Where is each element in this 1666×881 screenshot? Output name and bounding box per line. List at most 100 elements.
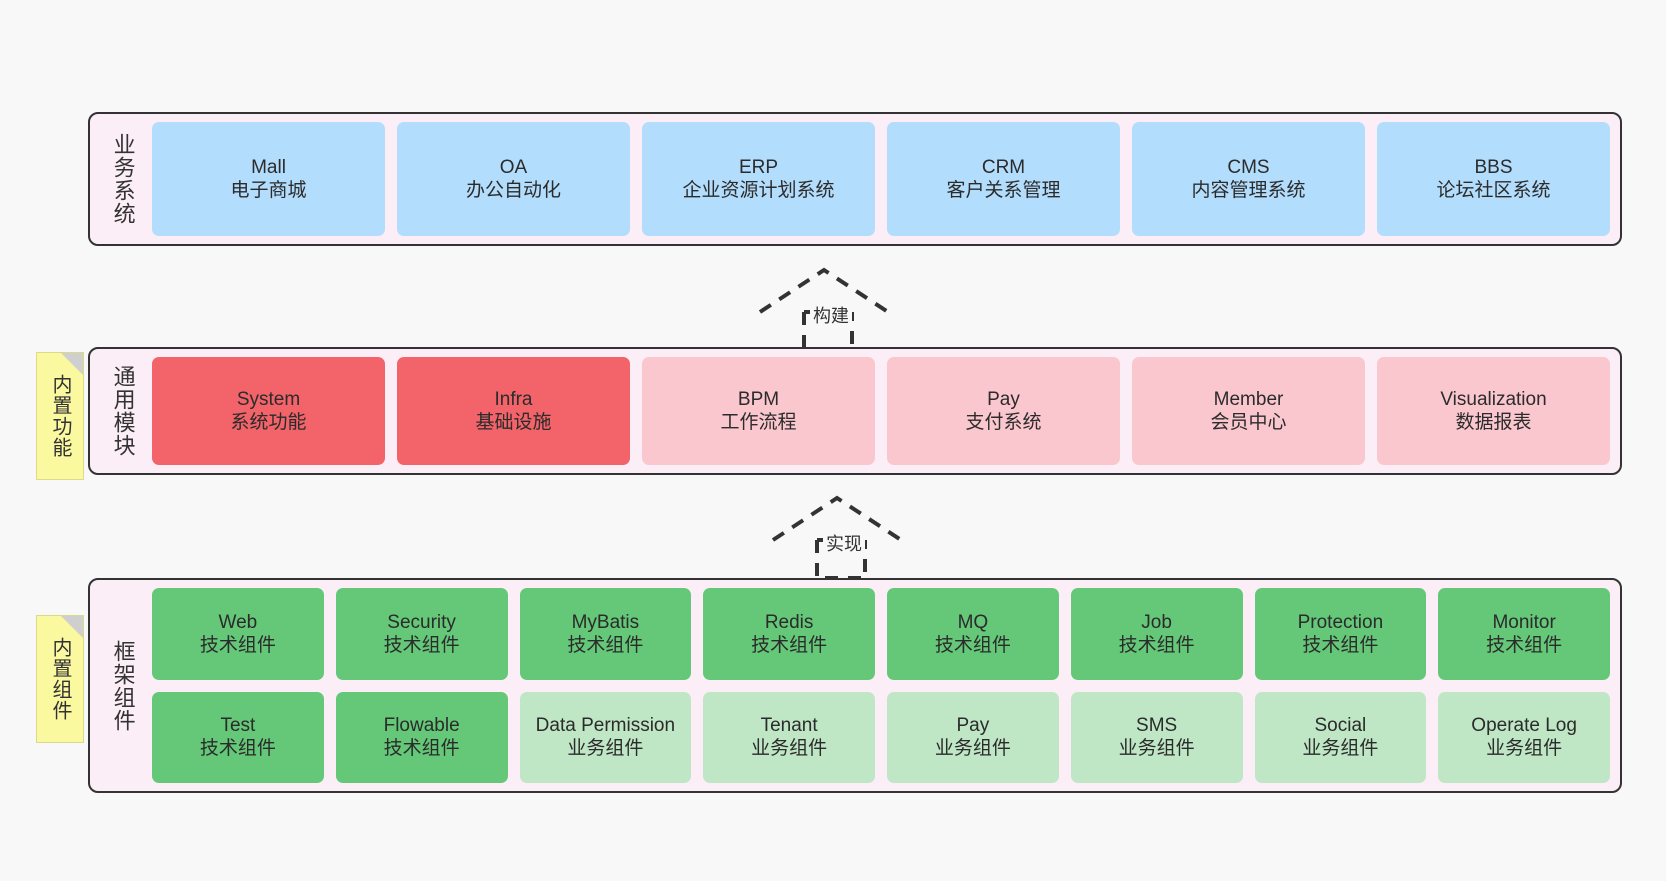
card-mq[interactable]: MQ 技术组件 <box>887 588 1059 680</box>
layer-body-framework-components: Web 技术组件 Security 技术组件 MyBatis 技术组件 Redi… <box>146 588 1610 783</box>
card-subtitle: 业务组件 <box>751 738 828 760</box>
note-builtin-functions: 内置功能 <box>36 352 84 480</box>
card-subtitle: 工作流程 <box>720 412 797 433</box>
card-subtitle: 业务组件 <box>1302 738 1379 760</box>
connector-label-build: 构建 <box>810 302 852 328</box>
card-title: MyBatis <box>571 611 640 633</box>
card-title: Social <box>1314 715 1367 737</box>
card-title: Data Permission <box>535 715 676 737</box>
card-security[interactable]: Security 技术组件 <box>335 588 508 680</box>
card-title: Monitor <box>1492 611 1556 633</box>
card-subtitle: 技术组件 <box>383 738 460 760</box>
layer-business-systems: 业务系统 Mall 电子商城 OA 办公自动化 ERP 企业资源计划系统 CRM… <box>88 112 1622 246</box>
card-mall[interactable]: Mall 电子商城 <box>152 122 385 236</box>
card-subtitle: 数据报表 <box>1455 412 1532 433</box>
card-infra[interactable]: Infra 基础设施 <box>397 357 630 465</box>
layer-title-framework-components: 框架组件 <box>110 639 136 732</box>
card-subtitle: 业务组件 <box>1118 738 1195 760</box>
card-flowable[interactable]: Flowable 技术组件 <box>335 691 508 783</box>
card-data-permission[interactable]: Data Permission 业务组件 <box>519 691 692 783</box>
card-title: Test <box>220 715 256 737</box>
card-monitor[interactable]: Monitor 技术组件 <box>1438 588 1610 680</box>
card-member[interactable]: Member 会员中心 <box>1132 357 1365 465</box>
card-subtitle: 会员中心 <box>1210 412 1287 433</box>
connector-build: 构建 <box>758 262 900 352</box>
card-title: Operate Log <box>1471 715 1577 737</box>
card-title: Redis <box>764 611 814 633</box>
card-subtitle: 技术组件 <box>934 634 1011 656</box>
card-title: CRM <box>981 156 1026 178</box>
card-title: Protection <box>1297 611 1384 633</box>
connector-implement: 实现 <box>771 492 913 580</box>
card-row: Test 技术组件 Flowable 技术组件 Data Permission … <box>152 691 1610 783</box>
card-title: SMS <box>1136 715 1178 737</box>
card-subtitle: 技术组件 <box>751 634 828 656</box>
card-test[interactable]: Test 技术组件 <box>152 691 324 783</box>
card-subtitle: 基础设施 <box>475 412 552 433</box>
layer-body-business-systems: Mall 电子商城 OA 办公自动化 ERP 企业资源计划系统 CRM 客户关系… <box>146 122 1610 236</box>
card-subtitle: 业务组件 <box>934 738 1011 760</box>
card-subtitle: 技术组件 <box>1486 634 1563 656</box>
card-subtitle: 技术组件 <box>1302 634 1379 656</box>
card-protection[interactable]: Protection 技术组件 <box>1254 588 1427 680</box>
card-title: Security <box>387 611 456 633</box>
card-subtitle: 办公自动化 <box>465 180 561 201</box>
card-subtitle: 系统功能 <box>230 412 307 433</box>
card-mybatis[interactable]: MyBatis 技术组件 <box>519 588 692 680</box>
card-title: Pay <box>956 715 990 737</box>
note-label: 内置组件 <box>49 637 71 721</box>
layer-framework-components: 框架组件 Web 技术组件 Security 技术组件 MyBatis 技术组件… <box>88 578 1622 793</box>
card-web[interactable]: Web 技术组件 <box>152 588 324 680</box>
card-erp[interactable]: ERP 企业资源计划系统 <box>642 122 875 236</box>
card-redis[interactable]: Redis 技术组件 <box>703 588 875 680</box>
card-title: Visualization <box>1440 388 1547 410</box>
card-subtitle: 论坛社区系统 <box>1436 180 1551 201</box>
card-title: ERP <box>738 156 779 178</box>
layer-title-general-modules: 通用模块 <box>110 365 136 457</box>
card-title: Member <box>1213 388 1284 410</box>
card-title: Flowable <box>383 715 460 737</box>
card-row: System 系统功能 Infra 基础设施 BPM 工作流程 Pay 支付系统… <box>152 357 1610 465</box>
card-job[interactable]: Job 技术组件 <box>1070 588 1243 680</box>
card-sms[interactable]: SMS 业务组件 <box>1070 691 1243 783</box>
card-subtitle: 技术组件 <box>199 634 276 656</box>
card-pay-component[interactable]: Pay 业务组件 <box>887 691 1059 783</box>
card-social[interactable]: Social 业务组件 <box>1254 691 1427 783</box>
card-title: CMS <box>1227 156 1270 178</box>
layer-body-general-modules: System 系统功能 Infra 基础设施 BPM 工作流程 Pay 支付系统… <box>146 357 1610 465</box>
card-subtitle: 技术组件 <box>383 634 460 656</box>
card-cms[interactable]: CMS 内容管理系统 <box>1132 122 1365 236</box>
layer-title-business-systems: 业务系统 <box>110 133 136 225</box>
card-subtitle: 客户关系管理 <box>946 180 1061 201</box>
card-operate-log[interactable]: Operate Log 业务组件 <box>1438 691 1610 783</box>
card-subtitle: 内容管理系统 <box>1191 180 1306 201</box>
card-tenant[interactable]: Tenant 业务组件 <box>703 691 875 783</box>
card-row: Mall 电子商城 OA 办公自动化 ERP 企业资源计划系统 CRM 客户关系… <box>152 122 1610 236</box>
card-subtitle: 企业资源计划系统 <box>682 180 835 201</box>
card-bpm[interactable]: BPM 工作流程 <box>642 357 875 465</box>
card-crm[interactable]: CRM 客户关系管理 <box>887 122 1120 236</box>
layer-general-modules: 通用模块 System 系统功能 Infra 基础设施 BPM 工作流程 Pay… <box>88 347 1622 475</box>
card-title: System <box>236 388 301 410</box>
card-system[interactable]: System 系统功能 <box>152 357 385 465</box>
card-pay-module[interactable]: Pay 支付系统 <box>887 357 1120 465</box>
card-visualization[interactable]: Visualization 数据报表 <box>1377 357 1610 465</box>
card-row: Web 技术组件 Security 技术组件 MyBatis 技术组件 Redi… <box>152 588 1610 680</box>
card-title: Pay <box>987 388 1020 410</box>
card-title: Web <box>218 611 258 633</box>
card-subtitle: 支付系统 <box>965 412 1042 433</box>
card-bbs[interactable]: BBS 论坛社区系统 <box>1377 122 1610 236</box>
card-title: Tenant <box>760 715 818 737</box>
card-title: Mall <box>251 156 286 178</box>
card-title: BBS <box>1474 156 1513 178</box>
card-title: OA <box>499 156 528 178</box>
card-title: MQ <box>957 611 989 633</box>
card-title: BPM <box>737 388 780 410</box>
card-title: Job <box>1141 611 1172 633</box>
card-title: Infra <box>494 388 533 410</box>
card-subtitle: 业务组件 <box>567 738 644 760</box>
card-oa[interactable]: OA 办公自动化 <box>397 122 630 236</box>
note-label: 内置功能 <box>49 374 71 458</box>
card-subtitle: 技术组件 <box>567 634 644 656</box>
